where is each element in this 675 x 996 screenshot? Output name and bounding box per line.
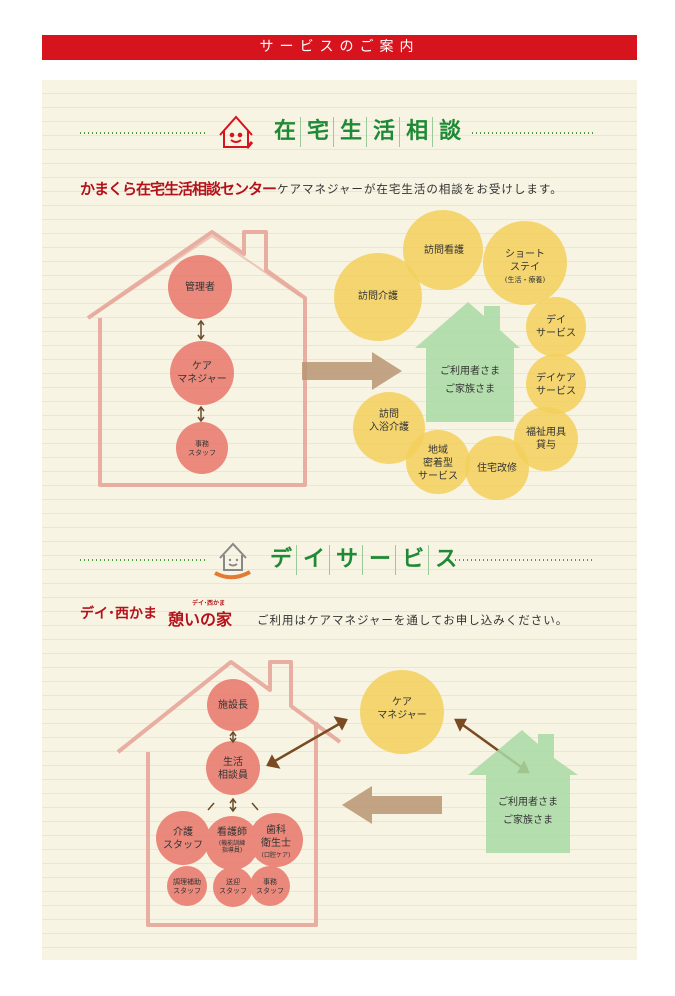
title-char: 在 bbox=[270, 117, 302, 147]
service-visit-bathing: 訪問 入浴介護 bbox=[369, 409, 409, 433]
cook-staff-label: 調理補助 スタッフ bbox=[173, 878, 201, 895]
client-label-2: ご利用者さま ご家族さま bbox=[498, 797, 558, 826]
service-short-stay: ショート ステイ bbox=[505, 249, 545, 273]
title-char: デ bbox=[266, 545, 298, 575]
service-circles bbox=[334, 210, 586, 500]
manager-label: 管理者 bbox=[185, 282, 215, 293]
brand-ikoi-small: デイ･西かま bbox=[192, 600, 226, 607]
hierarchy-arrows bbox=[197, 319, 205, 423]
house-smile-icon bbox=[219, 115, 254, 149]
title-char: ス bbox=[435, 547, 458, 572]
office-staff-circle bbox=[176, 422, 228, 474]
director-label: 施設長 bbox=[218, 700, 248, 711]
title-char: 談 bbox=[439, 119, 462, 144]
client-house-shape bbox=[415, 302, 520, 422]
section-title-day-service: デ イ サ ー ビ ス bbox=[266, 545, 461, 575]
service-visit-nursing: 訪問看護 bbox=[424, 245, 464, 256]
transport-staff-label: 送迎 スタッフ bbox=[219, 878, 247, 895]
service-welfare-equipment: 福祉用具 貸与 bbox=[526, 427, 566, 451]
section2-description: ご利用はケアマネジャーを通してお申し込みください。 bbox=[257, 613, 569, 627]
service-day-service: デイ サービス bbox=[536, 315, 576, 339]
care-staff-label: 介護 スタッフ bbox=[163, 827, 203, 851]
daycare-hierarchy-arrows bbox=[207, 730, 259, 813]
care-manager-label: ケア マネジャー bbox=[177, 361, 227, 385]
banner-title: サービスのご案内 bbox=[259, 39, 420, 55]
service-home-care: 訪問介護 bbox=[358, 291, 398, 302]
section-title-home-consultation: 在 宅 生 活 相 談 bbox=[270, 117, 465, 147]
title-char: 宅 bbox=[303, 117, 335, 147]
title-char: ー bbox=[365, 545, 397, 575]
daycare-staff-circles bbox=[156, 679, 303, 907]
nurse-label: 看護師 bbox=[217, 827, 247, 838]
service-home-renovation: 住宅改修 bbox=[477, 463, 517, 474]
flow-arrow-right bbox=[302, 352, 402, 390]
office-house-outline bbox=[86, 230, 307, 487]
title-char: ビ bbox=[398, 545, 430, 575]
office-staff-label-2: 事務 スタッフ bbox=[256, 878, 284, 895]
title-char: 活 bbox=[369, 117, 401, 147]
house-hand-icon bbox=[214, 542, 251, 580]
care-manager-label-2: ケア マネジャー bbox=[377, 697, 427, 721]
counselor-label: 生活 相談員 bbox=[218, 757, 248, 781]
flow-arrow-left bbox=[342, 786, 442, 824]
title-char: 相 bbox=[402, 117, 434, 147]
center-brand-name: かまくら在宅生活相談センター bbox=[80, 180, 277, 198]
title-char: イ bbox=[299, 545, 331, 575]
service-community-based: 地域 密着型 サービス bbox=[418, 445, 458, 482]
section-banner: サービスのご案内 bbox=[42, 35, 637, 60]
title-char: サ bbox=[332, 545, 364, 575]
office-staff-label: 事務 スタッフ bbox=[188, 440, 216, 457]
service-short-stay-note: (生活・療養) bbox=[504, 276, 546, 284]
daycare-house-outline bbox=[116, 660, 342, 927]
client-label: ご利用者さま ご家族さま bbox=[440, 366, 500, 395]
title-char: 生 bbox=[336, 117, 368, 147]
section1-description: ケアマネジャーが在宅生活の相談をお受けします。 bbox=[277, 182, 563, 196]
brand-ikoi-no-ie: 憩いの家 bbox=[168, 610, 233, 629]
dental-sub-label: (口腔ケア) bbox=[261, 852, 291, 859]
dental-label: 歯科 衛生士 bbox=[261, 825, 291, 849]
nurse-sub-label: (機能訓練 指導員) bbox=[218, 840, 246, 854]
service-day-care: デイケア サービス bbox=[536, 373, 576, 397]
manager-circle bbox=[168, 255, 232, 319]
care-manager-circle bbox=[170, 341, 234, 405]
brand-day-nishikama: デイ･西かま bbox=[80, 606, 157, 622]
client-house-shape-2 bbox=[468, 730, 578, 853]
care-manager-yellow-circle bbox=[360, 670, 444, 754]
